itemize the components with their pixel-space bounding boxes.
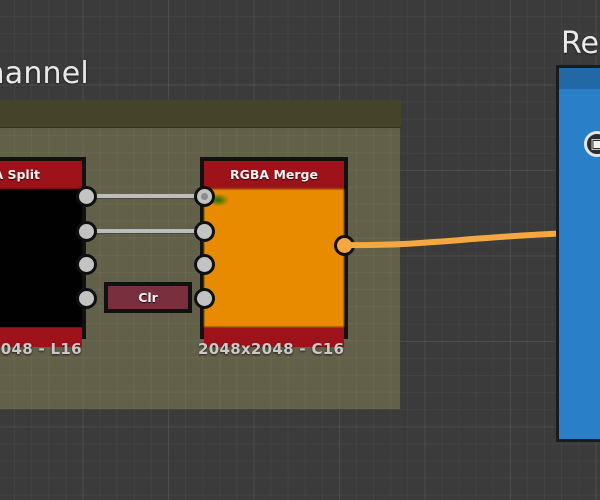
port-merge-in-r[interactable]	[194, 186, 215, 207]
node-rgba-merge[interactable]: RGBA Merge	[200, 157, 348, 347]
connection-wire-gray-1[interactable]	[94, 194, 210, 198]
port-merge-out[interactable]	[334, 235, 355, 256]
node-output-right[interactable]	[556, 65, 600, 442]
node-rgba-split[interactable]: RGBA Split	[0, 157, 86, 347]
port-merge-in-a[interactable]	[194, 288, 215, 309]
clr-chip[interactable]: Clr	[104, 282, 192, 313]
port-split-out-r[interactable]	[76, 186, 97, 207]
port-split-out-g[interactable]	[76, 221, 97, 242]
node-rgba-merge-title: RGBA Merge	[204, 161, 344, 189]
connection-wire-gray-2[interactable]	[94, 229, 210, 233]
port-merge-in-b[interactable]	[194, 254, 215, 275]
right-node-title: Re	[561, 26, 599, 61]
node-rgba-merge-caption: 2048x2048 - C16	[198, 340, 345, 358]
port-merge-in-g[interactable]	[194, 221, 215, 242]
group-frame-header[interactable]	[0, 100, 401, 128]
node-rgba-split-footer	[0, 327, 82, 347]
port-split-out-b[interactable]	[76, 254, 97, 275]
group-frame-title: e Channel	[0, 56, 89, 91]
node-rgba-split-caption: 2048 - L16	[0, 340, 82, 358]
node-rgba-split-thumbnail[interactable]	[0, 189, 82, 327]
image-placeholder-icon: ▣	[584, 131, 600, 157]
node-rgba-merge-footer	[204, 327, 344, 347]
node-rgba-merge-thumbnail[interactable]	[204, 189, 344, 327]
node-rgba-split-title: RGBA Split	[0, 161, 82, 189]
right-node-header	[559, 68, 600, 89]
port-split-out-a[interactable]	[76, 288, 97, 309]
